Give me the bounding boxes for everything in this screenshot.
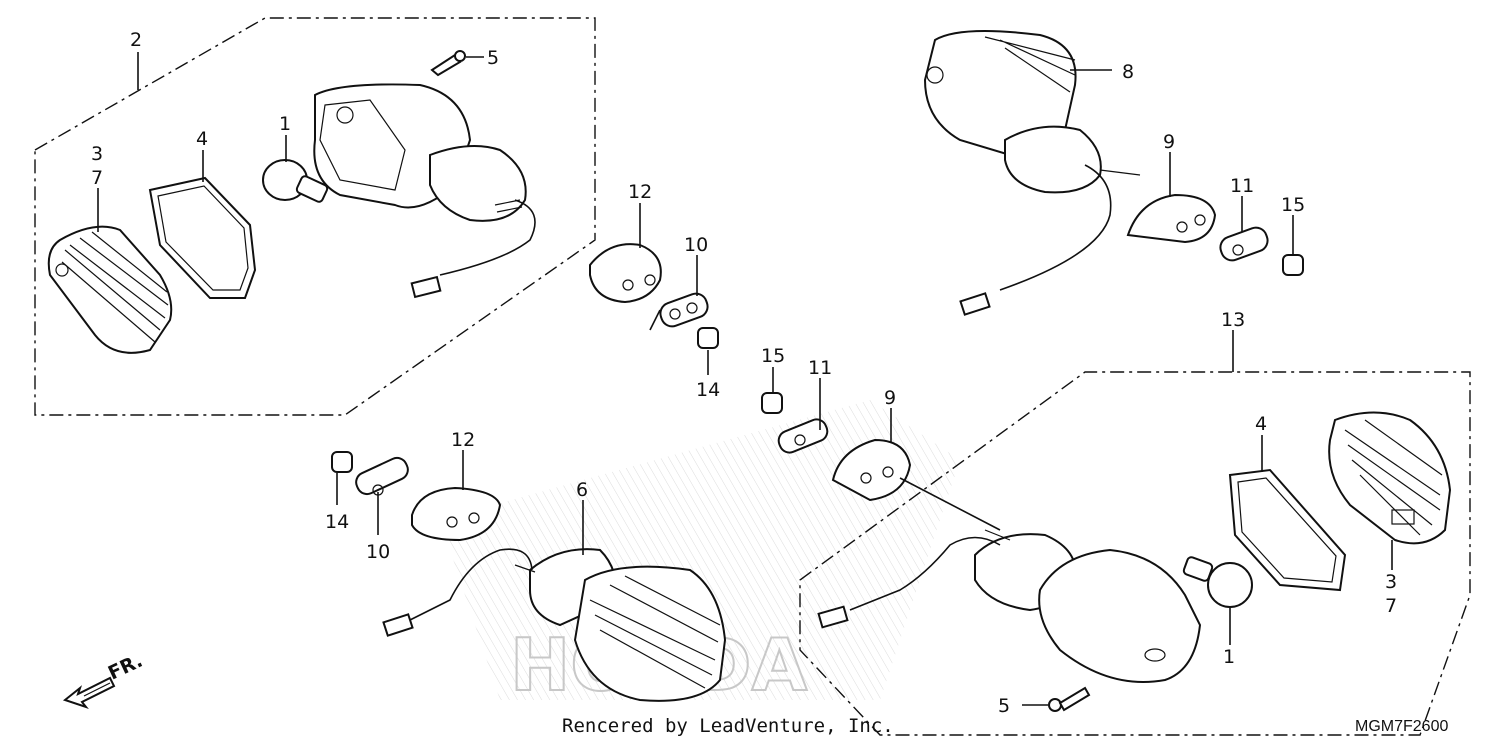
housing-bottom-right[interactable]	[974, 533, 1202, 683]
wire-top-left	[439, 199, 536, 276]
callout-labels: 2 5 1 4 3 7 8 9 11 15 12 10 14 13 15 11 …	[91, 29, 1397, 717]
callout-4-top: 4	[196, 128, 208, 150]
callout-5-bottom: 5	[998, 695, 1010, 717]
grommet-top-right[interactable]	[1126, 193, 1217, 244]
callout-5-top: 5	[487, 47, 499, 69]
grommet-top-left[interactable]	[589, 243, 662, 304]
callout-7-bottom: 7	[1385, 595, 1397, 617]
callout-14-top: 14	[696, 379, 720, 401]
connector-bottom-left[interactable]	[382, 613, 414, 637]
lens-bottom-right[interactable]	[1328, 411, 1452, 545]
plate-center[interactable]	[776, 416, 831, 455]
callout-1-top: 1	[279, 113, 291, 135]
callout-4-bottom: 4	[1255, 413, 1267, 435]
plate-top-left[interactable]	[657, 291, 710, 330]
bulb-bottom-right[interactable]	[1182, 556, 1253, 608]
connector-bottom-right[interactable]	[817, 605, 849, 629]
callout-14-bottom: 14	[325, 511, 349, 533]
turn-signal-top-right[interactable]	[923, 30, 1102, 194]
callout-1-bottom: 1	[1223, 646, 1235, 668]
callout-15-center: 15	[761, 345, 785, 367]
plate-bottom-left[interactable]	[353, 455, 411, 498]
callout-13: 13	[1221, 309, 1245, 331]
turn-signal-bottom-left[interactable]	[529, 548, 727, 702]
nut-bottom-left[interactable]	[331, 451, 353, 473]
wire-bottom-right	[849, 536, 1001, 611]
leader-lines	[97, 52, 1393, 645]
gasket-top-left[interactable]	[148, 176, 257, 299]
callout-6: 6	[576, 479, 588, 501]
callout-12-top: 12	[628, 181, 652, 203]
callout-3-top: 3	[91, 143, 103, 165]
assembly-frame-13	[799, 371, 1471, 736]
callout-12-bottom: 12	[451, 429, 475, 451]
callout-11-center: 11	[808, 357, 832, 379]
nut-top-right[interactable]	[1282, 254, 1304, 276]
callout-7-top: 7	[91, 167, 103, 189]
screw-bottom[interactable]	[1048, 686, 1091, 712]
callout-2: 2	[130, 29, 142, 51]
callout-10-top: 10	[684, 234, 708, 256]
diagram-code: MGM7F2600	[1355, 718, 1448, 735]
connector-top-right[interactable]	[959, 292, 991, 316]
front-direction-arrow: FR.	[62, 650, 146, 710]
callout-9-center: 9	[884, 387, 896, 409]
grommet-bottom-left[interactable]	[411, 486, 502, 542]
lens-top-left[interactable]	[47, 225, 173, 354]
assembly-frame-2	[34, 17, 596, 416]
connector-top-left[interactable]	[410, 275, 442, 299]
callout-11-top: 11	[1230, 175, 1254, 197]
callout-9-top: 9	[1163, 131, 1175, 153]
wire-top-right	[999, 164, 1112, 291]
callout-10-bottom: 10	[366, 541, 390, 563]
callout-3-bottom: 3	[1385, 571, 1397, 593]
callout-8: 8	[1122, 61, 1134, 83]
screw-top[interactable]	[430, 50, 466, 77]
callout-15-top: 15	[1281, 194, 1305, 216]
wire-bottom-left	[409, 548, 533, 621]
nut-top-left[interactable]	[697, 327, 719, 349]
front-direction-label: FR.	[105, 650, 146, 685]
nut-center[interactable]	[761, 392, 783, 414]
gasket-bottom-right[interactable]	[1228, 468, 1347, 592]
credit-text: Rencered by LeadVenture, Inc.	[562, 715, 894, 737]
bulb-top-left[interactable]	[262, 159, 329, 203]
plate-top-right[interactable]	[1217, 225, 1270, 264]
housing-top-left[interactable]	[313, 83, 527, 222]
grommet-center[interactable]	[831, 438, 912, 502]
